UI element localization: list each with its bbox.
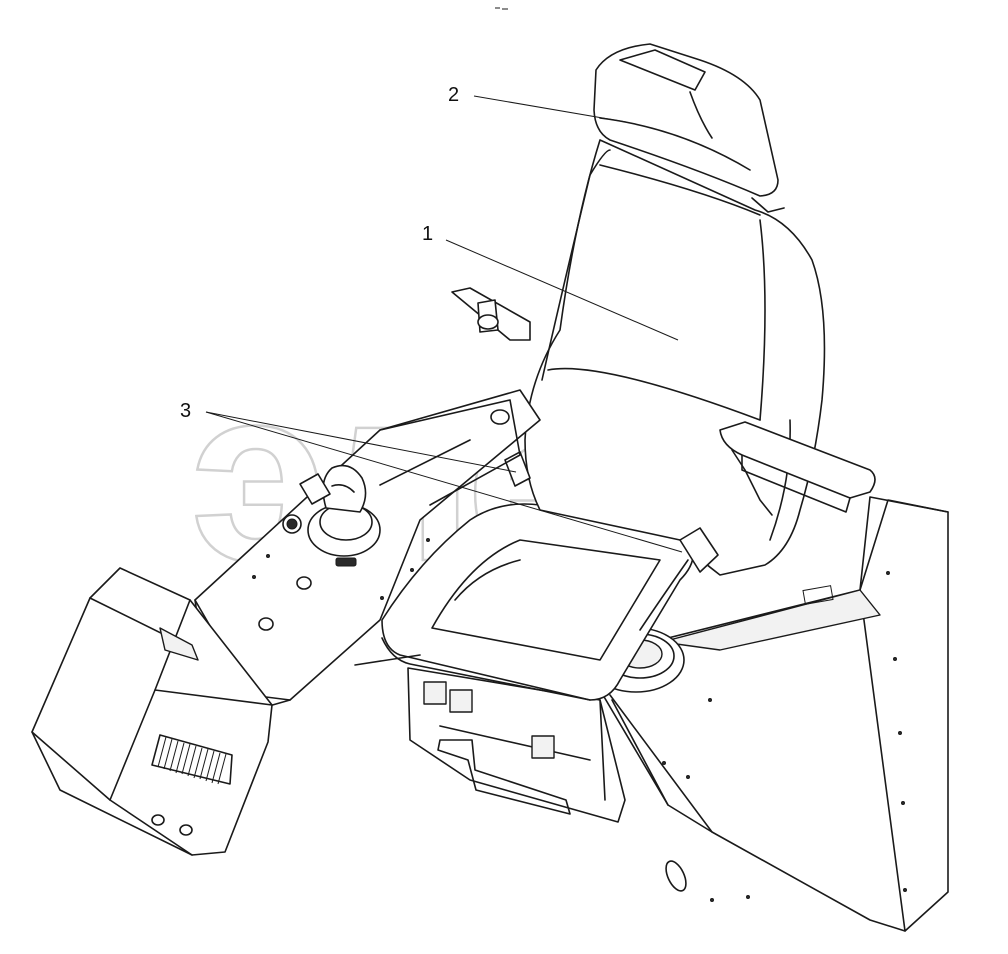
callout-2: 2 — [448, 84, 459, 106]
callout-3: 3 — [180, 400, 191, 422]
top-mark — [495, 7, 508, 10]
callout-1: 1 — [422, 223, 433, 245]
left-joystick — [299, 464, 381, 557]
right-console-bolts — [662, 571, 907, 902]
left-front-box — [31, 567, 273, 856]
callout-leaders — [205, 95, 683, 553]
seat-back — [524, 139, 826, 576]
leader-1 — [445, 239, 679, 341]
leader-3a — [205, 411, 517, 473]
leader-3b — [205, 411, 683, 553]
right-armrest — [719, 421, 876, 516]
console-buttons — [258, 409, 510, 631]
ventilation-grille — [151, 734, 233, 785]
seat-suspension — [407, 667, 626, 823]
headrest — [593, 43, 785, 213]
left-armrest — [451, 287, 531, 341]
leader-2 — [473, 95, 627, 123]
left-console-bolts — [252, 538, 430, 600]
right-console — [599, 496, 949, 932]
